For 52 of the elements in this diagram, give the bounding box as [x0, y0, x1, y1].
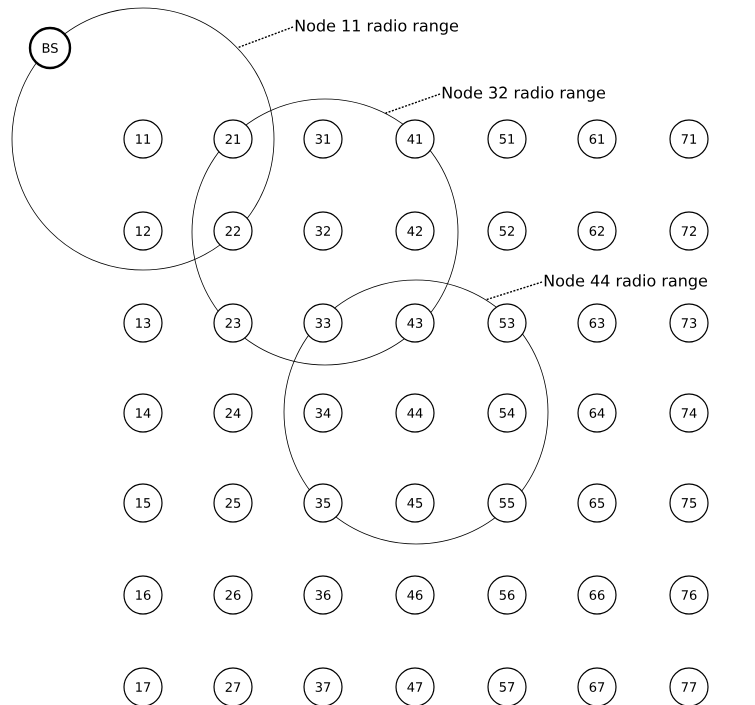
sensor-node: 26	[213, 575, 253, 615]
sensor-node: 57	[487, 667, 527, 705]
sensor-node: 63	[577, 303, 617, 343]
range-label: Node 44 radio range	[544, 274, 708, 290]
sensor-node: 34	[303, 393, 343, 433]
sensor-node: 42	[395, 211, 435, 251]
sensor-node: 12	[123, 211, 163, 251]
sensor-node: 73	[669, 303, 709, 343]
sensor-node: 77	[669, 667, 709, 705]
sensor-node: 27	[213, 667, 253, 705]
sensor-node: 65	[577, 483, 617, 523]
sensor-node: 44	[395, 393, 435, 433]
leader-line	[385, 93, 440, 114]
sensor-node: 43	[395, 303, 435, 343]
sensor-node: 13	[123, 303, 163, 343]
sensor-node: 61	[577, 119, 617, 159]
sensor-node: 36	[303, 575, 343, 615]
sensor-node: 51	[487, 119, 527, 159]
sensor-node: 74	[669, 393, 709, 433]
sensor-node: 15	[123, 483, 163, 523]
sensor-node: 22	[213, 211, 253, 251]
sensor-node: 33	[303, 303, 343, 343]
sensor-node: 16	[123, 575, 163, 615]
sensor-node: 47	[395, 667, 435, 705]
sensor-node: 17	[123, 667, 163, 705]
sensor-node: 32	[303, 211, 343, 251]
sensor-node: 11	[123, 119, 163, 159]
sensor-node: 14	[123, 393, 163, 433]
sensor-node: 54	[487, 393, 527, 433]
sensor-node: 25	[213, 483, 253, 523]
leader-line	[237, 26, 294, 48]
sensor-node: 24	[213, 393, 253, 433]
sensor-node: 21	[213, 119, 253, 159]
base-station-node: BS	[28, 26, 72, 70]
sensor-node: 52	[487, 211, 527, 251]
range-label: Node 11 radio range	[296, 19, 458, 35]
sensor-node: 45	[395, 483, 435, 523]
sensor-node: 75	[669, 483, 709, 523]
sensor-node: 76	[669, 575, 709, 615]
leader-line	[486, 281, 542, 300]
sensor-node: 62	[577, 211, 617, 251]
sensor-node: 31	[303, 119, 343, 159]
range-label: Node 32 radio range	[442, 86, 606, 102]
sensor-node: 56	[487, 575, 527, 615]
sensor-node: 64	[577, 393, 617, 433]
sensor-node: 37	[303, 667, 343, 705]
sensor-node: 72	[669, 211, 709, 251]
sensor-node: 71	[669, 119, 709, 159]
range-circle	[12, 8, 274, 270]
sensor-node: 46	[395, 575, 435, 615]
sensor-node: 66	[577, 575, 617, 615]
sensor-node: 67	[577, 667, 617, 705]
